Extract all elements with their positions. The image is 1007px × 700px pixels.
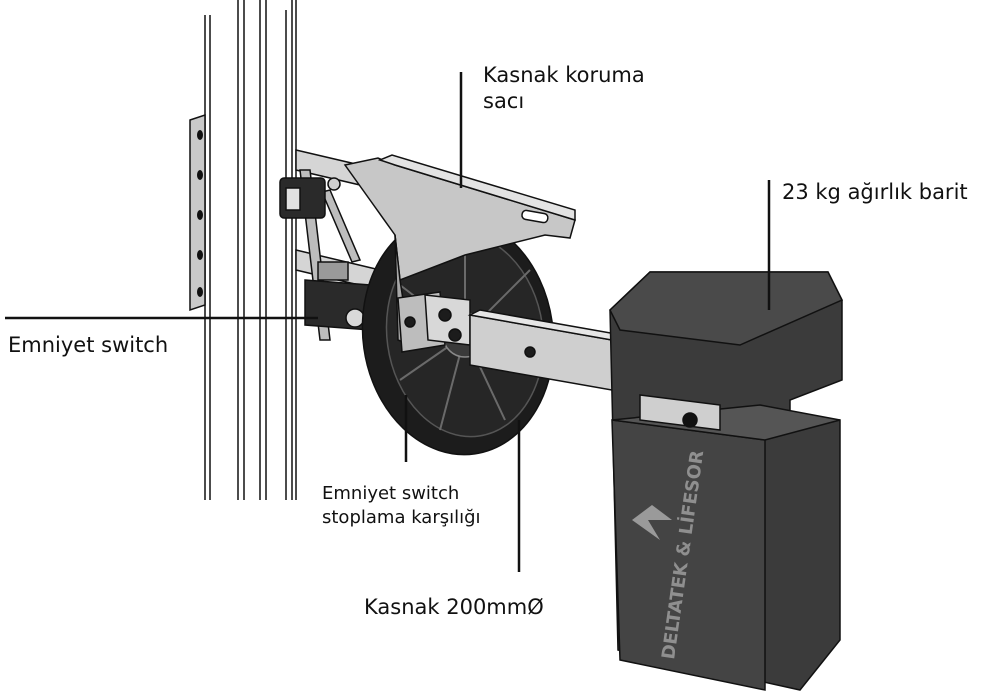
mounting-plate <box>189 113 206 312</box>
label-safety-switch: Emniyet switch <box>8 333 169 357</box>
label-pulley-guard-line2: sacı <box>483 89 525 113</box>
vertical-profile-rail <box>204 0 297 500</box>
upper-limit-switch <box>279 177 341 219</box>
label-switch-stopper: Emniyet switch stoplama karşılığı <box>322 482 481 530</box>
label-pulley: Kasnak 200mmØ <box>364 595 544 619</box>
label-switch-stopper-line2: stoplama karşılığı <box>322 507 481 528</box>
barite-weight <box>609 271 844 691</box>
switch-stopper <box>397 291 471 353</box>
label-weight: 23 kg ağırlık barit <box>782 180 968 204</box>
leader-lines <box>5 72 771 572</box>
label-pulley-guard: Kasnak koruma sacı <box>483 62 645 114</box>
label-pulley-guard-line1: Kasnak koruma <box>483 63 645 87</box>
label-switch-stopper-line1: Emniyet switch <box>322 483 460 504</box>
